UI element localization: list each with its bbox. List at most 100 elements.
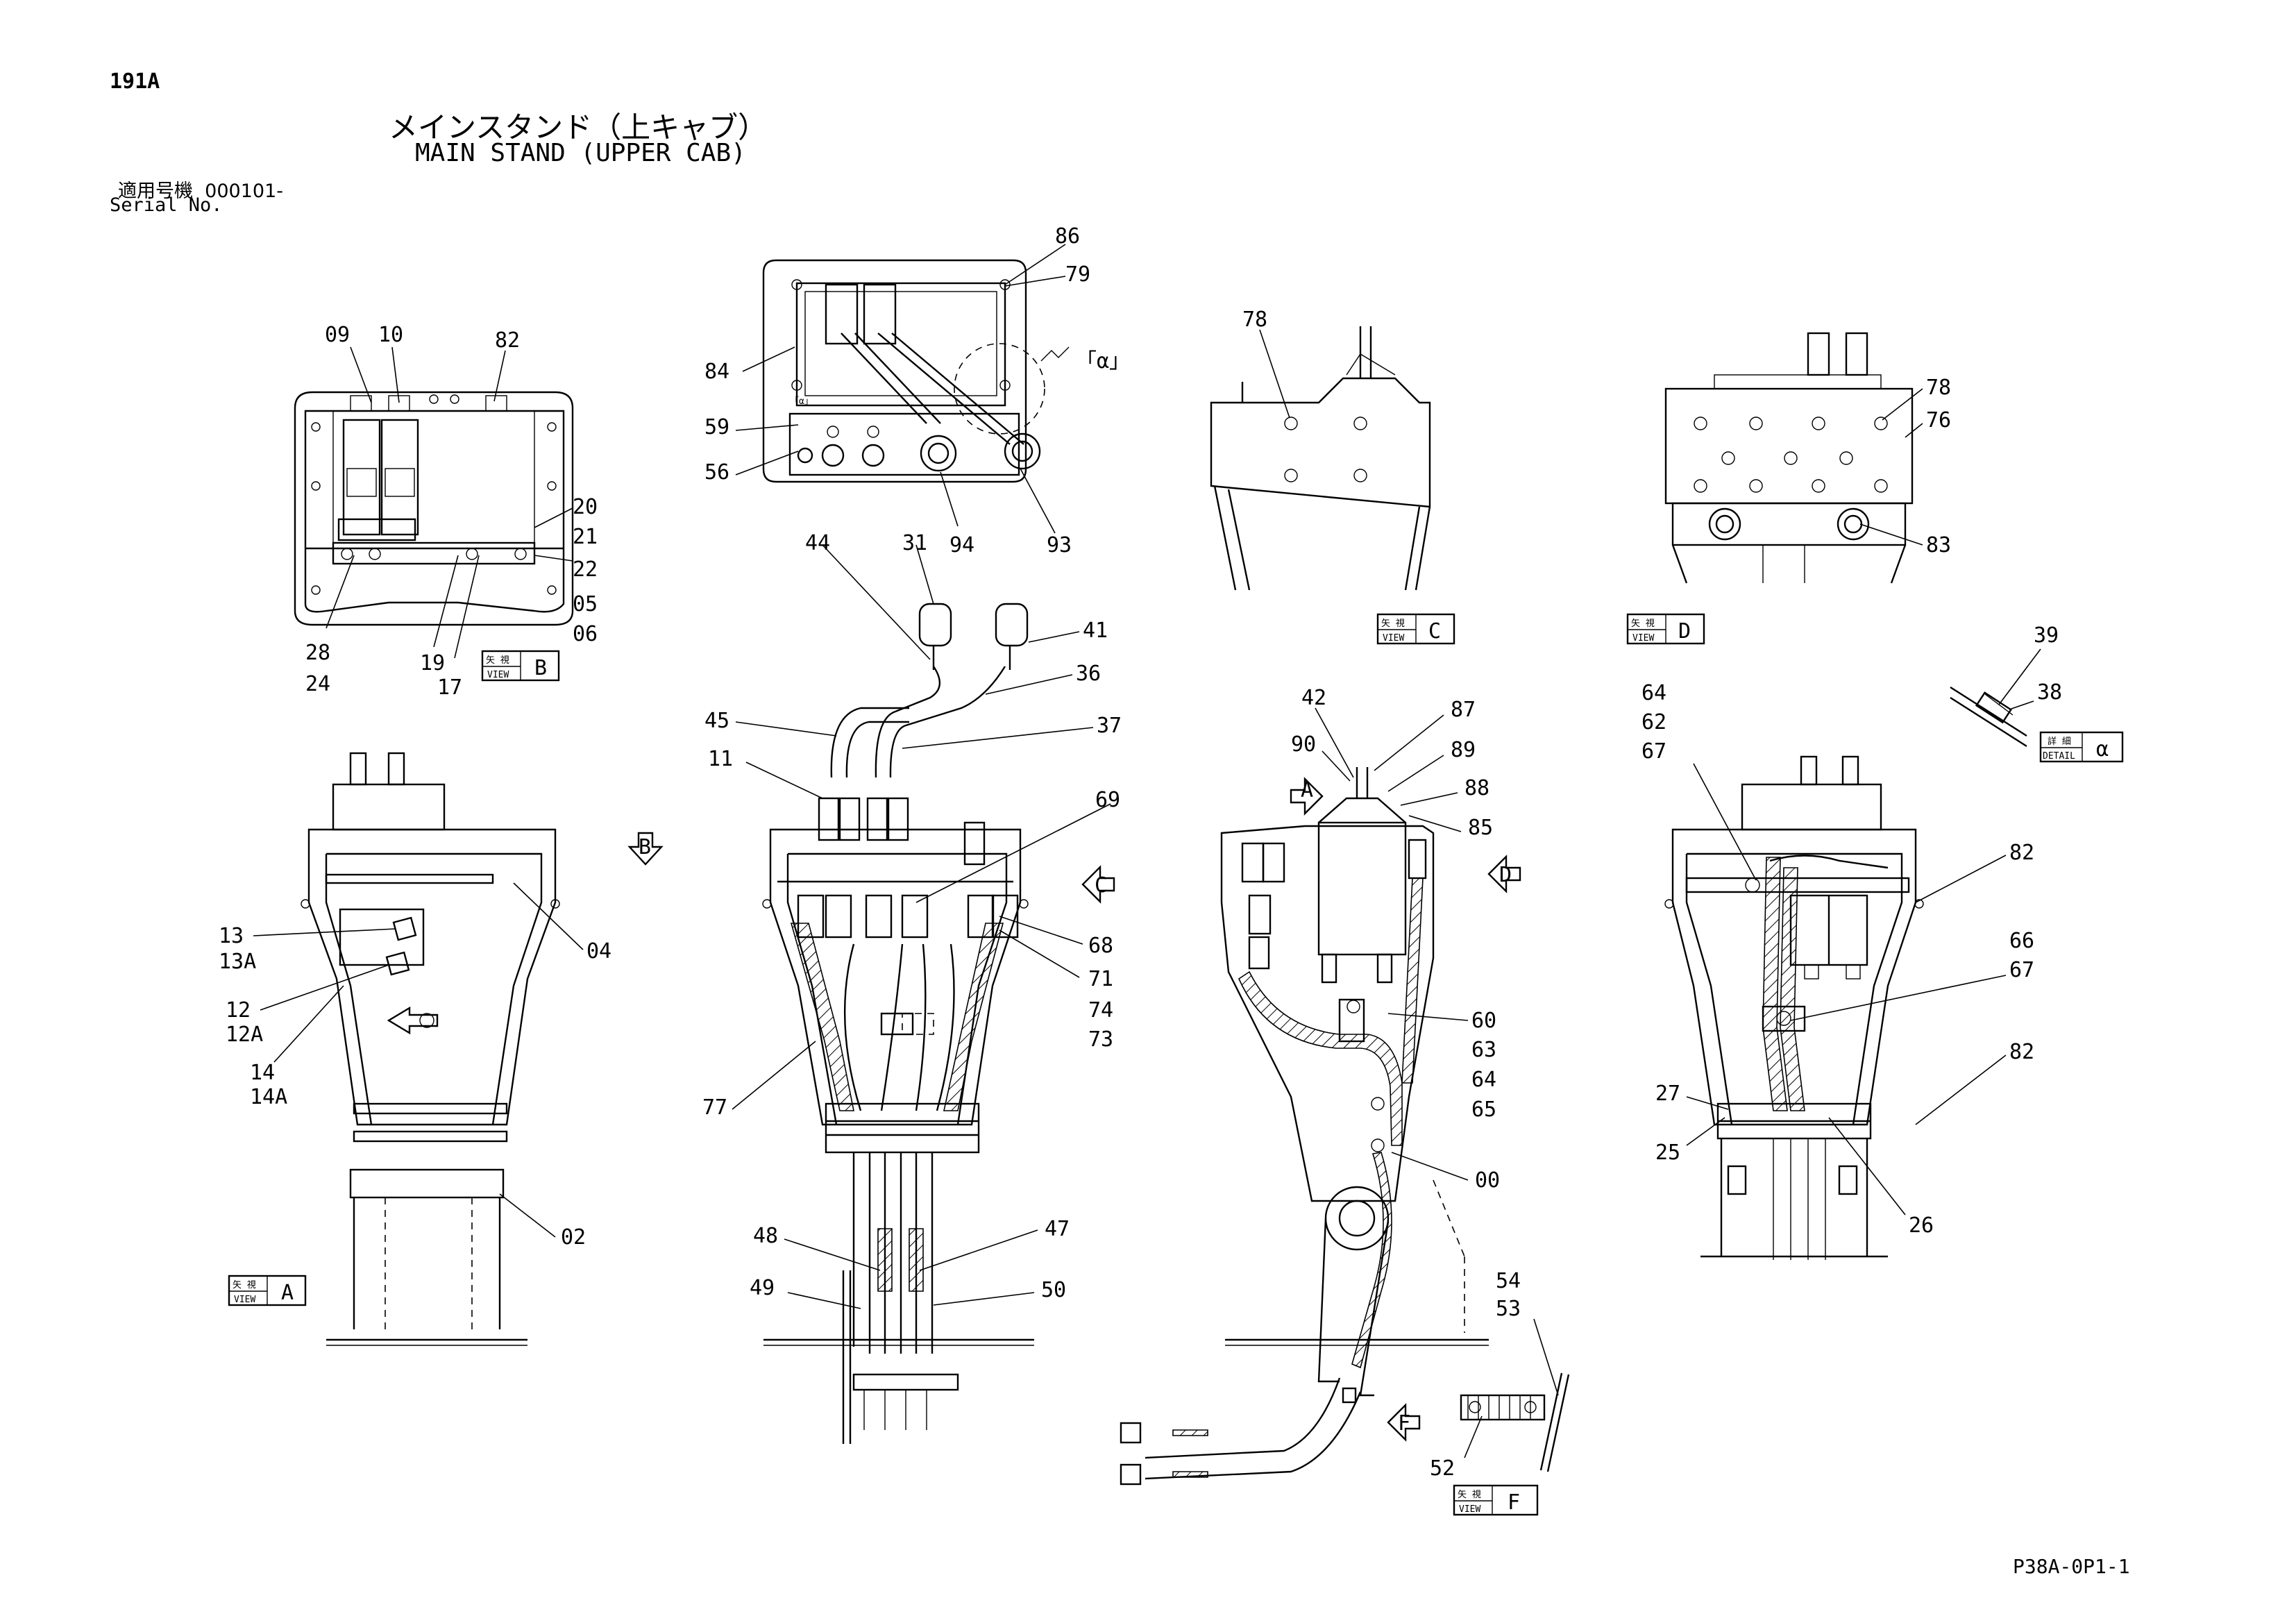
- title-english: MAIN STAND (UPPER CAB): [415, 139, 746, 167]
- detail-alpha-box: 詳 細 DETAIL α: [2039, 731, 2124, 763]
- callout-85: 85: [1468, 816, 1493, 840]
- center-stand-drawing: [762, 603, 1034, 1444]
- callout-60: 60: [1471, 1009, 1496, 1033]
- detail-alpha-en: DETAIL: [2043, 751, 2075, 762]
- view-a-en: VIEW: [234, 1295, 255, 1305]
- serial-value: 000101-: [205, 180, 283, 202]
- callouts-left: 13 13A 12 12A 14 14A 04 02: [219, 924, 611, 1250]
- callouts-view-b: 09 10 82 20 21 22 05 06 28 24 19 17: [305, 323, 598, 700]
- view-arrow-f: F: [1387, 1403, 1421, 1442]
- serial-label-jp: 適用号機: [118, 180, 193, 202]
- view-f-letter: F: [1508, 1490, 1520, 1515]
- callout-19: 19: [420, 651, 445, 675]
- view-b-panel-drawing: [294, 391, 574, 626]
- view-a-jp: 矢 視: [233, 1280, 256, 1290]
- view-arrow-a: A: [1290, 777, 1324, 816]
- callout-41: 41: [1083, 619, 1108, 643]
- callout-90: 90: [1291, 732, 1316, 757]
- callout-17: 17: [437, 675, 462, 700]
- callout-88: 88: [1464, 776, 1489, 800]
- detail-alpha-jp: 詳 細: [2048, 736, 2071, 747]
- detail-alpha-drawing: [1950, 686, 2027, 748]
- title-japanese: メインスタンド（上キャブ）: [389, 110, 768, 144]
- view-c-jp: 矢 視: [1381, 619, 1405, 629]
- callout-00: 00: [1475, 1168, 1500, 1193]
- leader-lines: [253, 244, 2041, 1458]
- callout-21: 21: [573, 525, 598, 549]
- callout-76: 76: [1926, 408, 1951, 432]
- side-stand-drawing: [1120, 767, 1570, 1486]
- callout-83: 83: [1926, 533, 1951, 557]
- view-c-box: 矢 視 VIEW C: [1376, 613, 1455, 645]
- callout-13: 13: [219, 924, 244, 948]
- callout-22: 22: [573, 557, 598, 582]
- callout-20: 20: [573, 495, 598, 519]
- view-b-en: VIEW: [487, 670, 509, 680]
- callout-64-f: 64: [1641, 681, 1666, 705]
- callouts-view-c: 78: [1242, 308, 1267, 332]
- callout-02: 02: [561, 1225, 586, 1250]
- view-arrow-c-letter: C: [1095, 873, 1107, 898]
- callout-69: 69: [1095, 788, 1120, 812]
- callout-93: 93: [1047, 533, 1072, 557]
- far-right-stand-drawing: [1664, 755, 1924, 1260]
- callout-84: 84: [704, 360, 729, 384]
- callout-04: 04: [586, 939, 611, 964]
- view-a-letter: A: [281, 1281, 294, 1305]
- view-f-box: 矢 視 VIEW F: [1453, 1484, 1539, 1516]
- callout-alpha-b: 「α」: [790, 396, 813, 407]
- callout-87: 87: [1451, 698, 1476, 722]
- callout-53: 53: [1496, 1297, 1521, 1321]
- view-d-box: 矢 視 VIEW D: [1626, 613, 1705, 645]
- callout-52: 52: [1430, 1456, 1455, 1481]
- serial-line: 適用号機 000101-: [118, 176, 283, 203]
- callout-47: 47: [1045, 1217, 1070, 1241]
- callout-66: 66: [2009, 929, 2034, 953]
- callout-54: 54: [1496, 1269, 1521, 1293]
- callout-06: 06: [573, 622, 598, 646]
- callout-09: 09: [325, 323, 350, 347]
- callout-67-b: 67: [2009, 958, 2034, 982]
- callout-26: 26: [1909, 1213, 1934, 1238]
- callout-45: 45: [704, 709, 729, 733]
- view-d-drawing: [1664, 332, 1914, 584]
- view-c-drawing: [1210, 326, 1431, 591]
- view-a-box: 矢 視 VIEW A: [228, 1275, 307, 1306]
- callout-94: 94: [949, 533, 974, 557]
- callout-50: 50: [1041, 1278, 1066, 1302]
- callout-24: 24: [305, 672, 330, 696]
- serial-label-en: Serial No.: [110, 194, 223, 216]
- callout-65: 65: [1471, 1098, 1496, 1122]
- view-d-en: VIEW: [1632, 633, 1654, 644]
- callout-77: 77: [702, 1095, 727, 1120]
- callout-82-b: 82: [2009, 1040, 2034, 1064]
- callout-67-a: 67: [1641, 739, 1666, 764]
- view-a-stand-drawing: [301, 752, 560, 1346]
- callout-82: 82: [495, 328, 520, 353]
- callout-89: 89: [1451, 738, 1476, 762]
- callouts-right: 42 87 90 89 88 85 60 63 64 65 00 54 53 5…: [1291, 686, 1521, 1481]
- view-b-jp: 矢 視: [486, 655, 509, 666]
- callout-48: 48: [753, 1224, 778, 1248]
- view-f-en: VIEW: [1459, 1504, 1480, 1515]
- callout-49: 49: [750, 1276, 775, 1300]
- view-c-en: VIEW: [1383, 633, 1404, 644]
- callout-12: 12: [226, 998, 251, 1023]
- view-arrow-a-letter: A: [1301, 778, 1313, 802]
- view-arrow-c: C: [1081, 865, 1115, 904]
- callout-86: 86: [1055, 224, 1080, 249]
- callout-11: 11: [708, 747, 733, 771]
- callouts-far-right: 64 62 67 82 66 67 82 27 25 26: [1641, 681, 2034, 1238]
- callout-73: 73: [1088, 1027, 1113, 1052]
- callout-78-c: 78: [1242, 308, 1267, 332]
- callout-74: 74: [1088, 998, 1113, 1023]
- view-d-jp: 矢 視: [1631, 619, 1655, 629]
- view-f-jp: 矢 視: [1458, 1490, 1481, 1500]
- callout-42: 42: [1301, 686, 1326, 710]
- view-arrow-d-letter: D: [1499, 863, 1512, 887]
- view-d-letter: D: [1678, 619, 1691, 644]
- callout-12a: 12A: [226, 1023, 263, 1047]
- callout-59: 59: [704, 415, 729, 439]
